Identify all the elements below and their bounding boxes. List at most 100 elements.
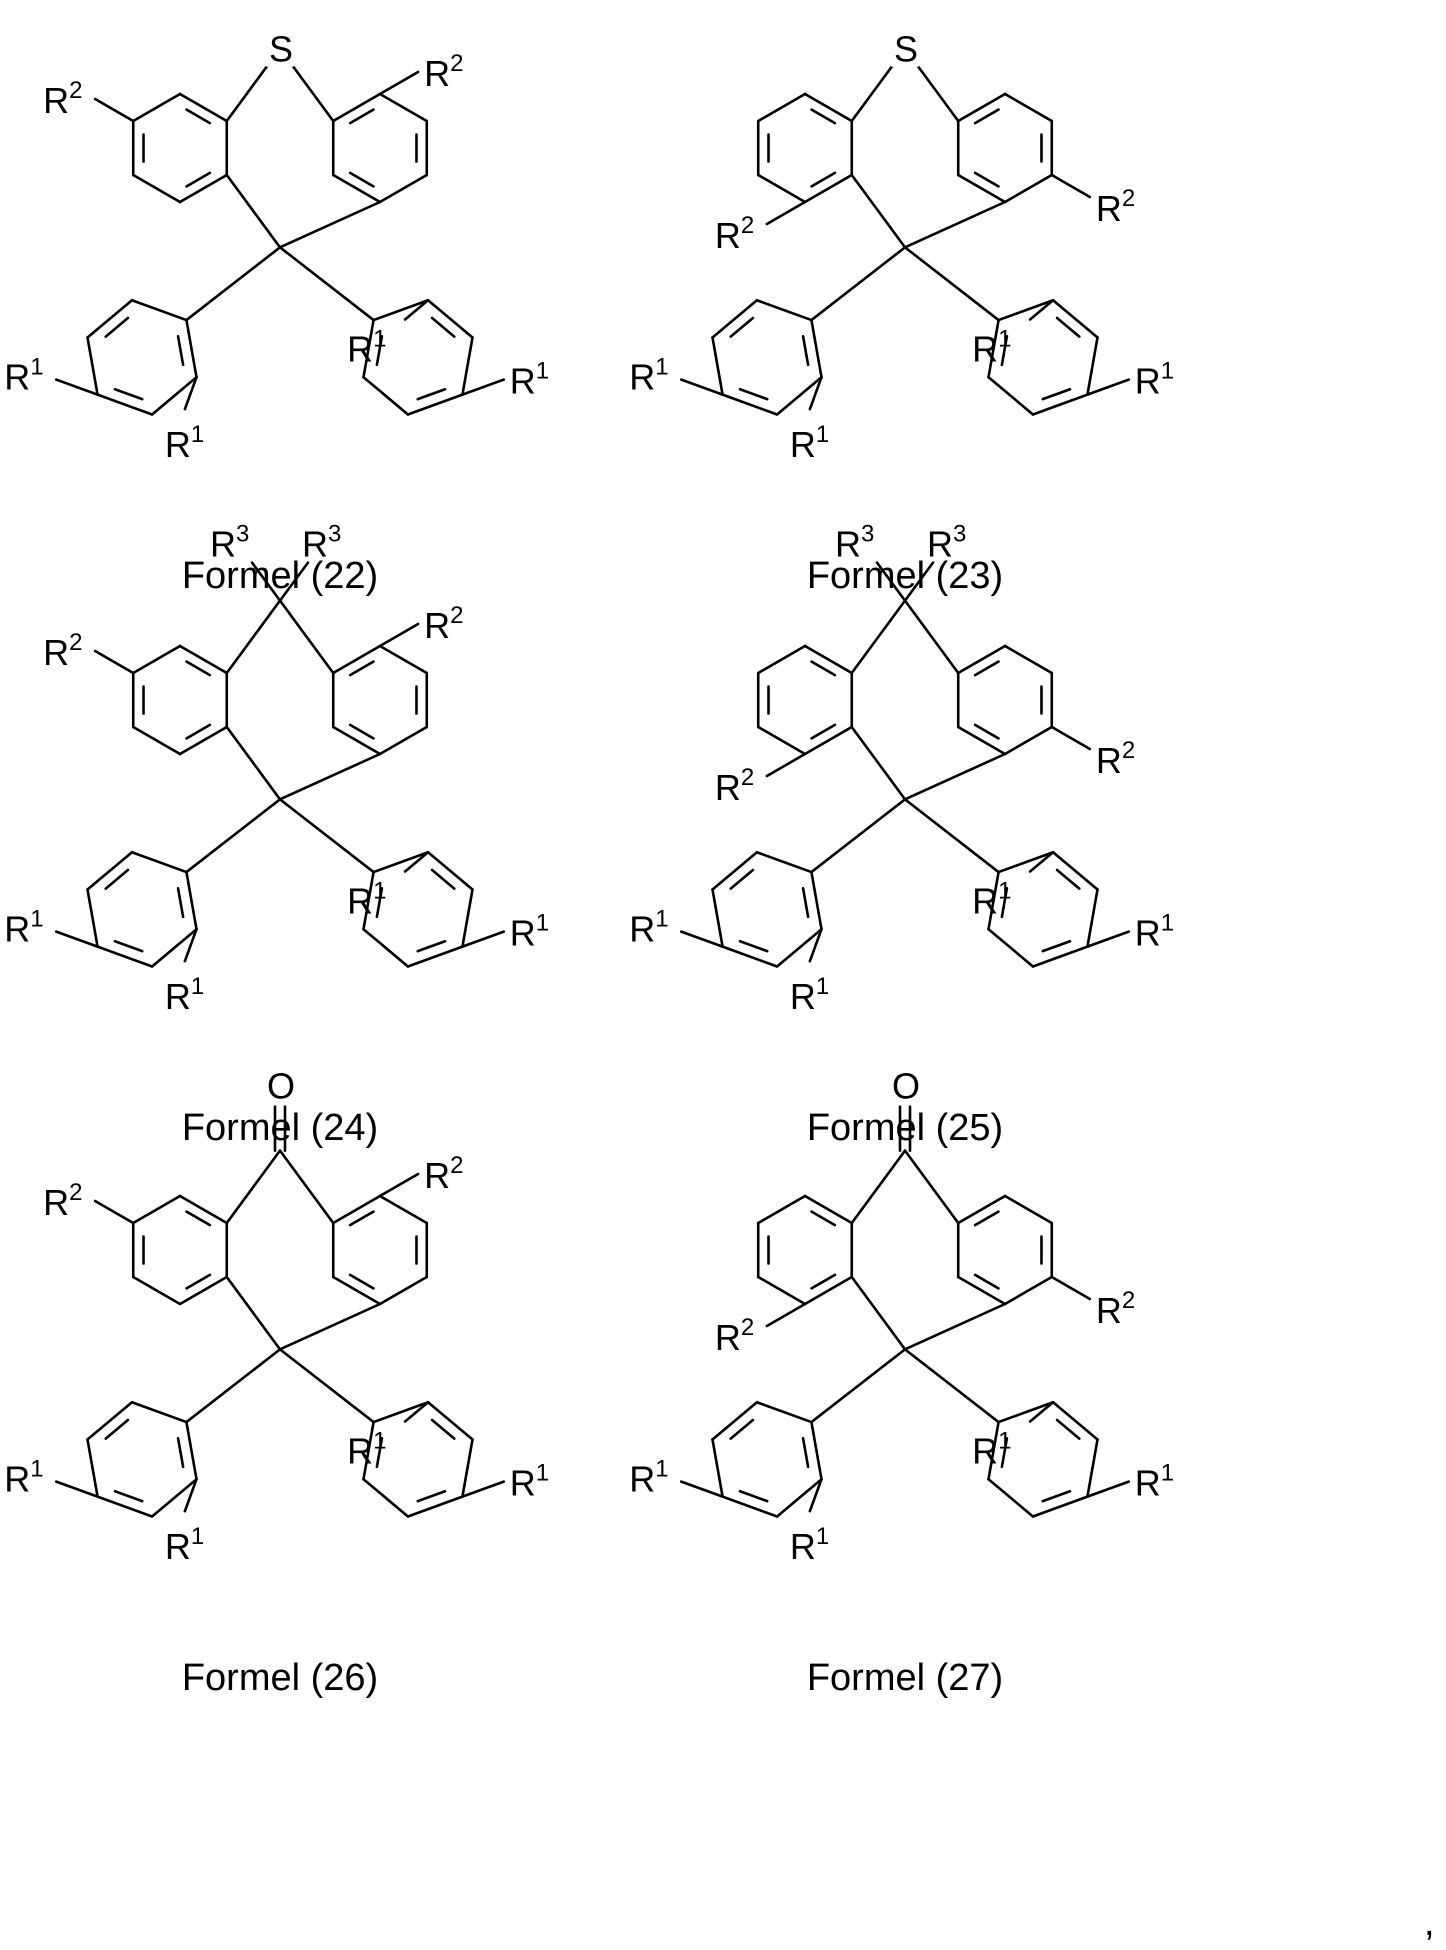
- ring-bond: [180, 727, 227, 754]
- substituent-bond: [767, 1304, 805, 1326]
- double-bond: [418, 1491, 445, 1501]
- r1-label: R1: [347, 1428, 386, 1472]
- right-fused-ring: [958, 1196, 1052, 1304]
- substituent-bond: [767, 754, 805, 776]
- r2-label: R2: [715, 212, 754, 256]
- ring-bond: [1005, 1277, 1052, 1304]
- ring-bond: [1087, 1440, 1097, 1497]
- double-bond: [975, 110, 998, 123]
- ring-bond: [380, 646, 427, 673]
- double-bond: [418, 389, 445, 399]
- double-bond: [812, 1212, 835, 1225]
- r1-label: R1: [1135, 910, 1174, 954]
- ring-bond: [333, 94, 380, 121]
- ring-bond: [180, 175, 227, 202]
- ring-bond: [380, 1196, 427, 1223]
- oxygen-atom: O: [892, 1066, 920, 1107]
- ring-bond: [958, 1196, 1005, 1223]
- ring-bond: [988, 929, 1032, 966]
- r1-label: R1: [972, 1428, 1011, 1472]
- substituent-bond: [56, 932, 97, 947]
- ring-bond: [380, 1277, 427, 1304]
- substituent-bond: [1087, 380, 1128, 395]
- ring-bond: [988, 1479, 1032, 1516]
- ring-bond: [1005, 1196, 1052, 1223]
- bridge-bond: [280, 202, 380, 247]
- ring-bond: [180, 1277, 227, 1304]
- ring-bond: [757, 1402, 812, 1422]
- left-fused-ring: [133, 94, 227, 202]
- double-bond: [178, 888, 183, 917]
- r2-label: R2: [715, 764, 754, 808]
- ring-bond: [363, 929, 407, 966]
- bridge-bond: [905, 202, 1005, 247]
- r1-label: R1: [347, 878, 386, 922]
- bridge-bond: [227, 727, 280, 799]
- trailing-comma: ,: [1424, 1902, 1435, 1944]
- double-bond: [187, 173, 210, 186]
- ring-bond: [132, 300, 187, 320]
- ring-bond: [133, 1196, 180, 1223]
- ring-bond: [87, 890, 97, 947]
- ring-bond: [758, 94, 805, 121]
- ring-bond: [374, 1402, 429, 1422]
- double-bond: [187, 725, 210, 738]
- ring-bond: [87, 338, 97, 395]
- double-bond: [740, 389, 767, 399]
- double-bond: [350, 110, 373, 123]
- oxygen-atom: O: [267, 1066, 295, 1107]
- bridge-bond: [852, 1151, 905, 1223]
- formula-caption: Formel (27): [807, 1657, 1003, 1699]
- r1-label: R1: [510, 1460, 549, 1504]
- ring-bond: [132, 852, 187, 872]
- double-bond: [187, 110, 210, 123]
- ring-bond: [374, 300, 429, 320]
- double-bond: [803, 1438, 808, 1467]
- ring-bond: [758, 727, 805, 754]
- ring-bond: [408, 1497, 463, 1517]
- double-bond: [187, 1275, 210, 1288]
- r1-label: R1: [790, 1523, 829, 1567]
- double-bond: [975, 725, 998, 738]
- substituent-bond: [1052, 175, 1090, 197]
- double-bond: [975, 662, 998, 675]
- substituent-bond: [1052, 727, 1090, 749]
- ring-bond: [723, 395, 778, 415]
- ring-bond: [958, 175, 1005, 202]
- ring-bond: [98, 395, 153, 415]
- ring-bond: [186, 872, 196, 929]
- ring-bond: [805, 94, 852, 121]
- ring-bond: [958, 94, 1005, 121]
- double-bond: [975, 173, 998, 186]
- bridge-bond: [280, 1151, 333, 1223]
- aryl-bond: [186, 799, 280, 872]
- ring-bond: [133, 94, 180, 121]
- substituent-bond: [1052, 1277, 1090, 1299]
- ring-bond: [180, 646, 227, 673]
- r1-label: R1: [1135, 1460, 1174, 1504]
- ring-bond: [133, 175, 180, 202]
- r2-label: R2: [1096, 737, 1135, 781]
- double-bond: [803, 888, 808, 917]
- substituent-bond: [681, 1482, 722, 1497]
- ring-bond: [811, 320, 821, 377]
- ring-bond: [758, 1196, 805, 1223]
- ring-bond: [133, 1277, 180, 1304]
- ring-bond: [363, 1479, 407, 1516]
- double-bond: [115, 941, 142, 951]
- ring-bond: [133, 727, 180, 754]
- substituent-bond: [1087, 1482, 1128, 1497]
- formula-26: OR2R2R1R1R1R1Formel (26): [4, 1066, 549, 1699]
- left-fused-ring: [133, 1196, 227, 1304]
- r2-label: R2: [43, 1179, 82, 1223]
- ring-bond: [462, 890, 472, 947]
- bridge-bond: [905, 1151, 958, 1223]
- substituent-bond: [56, 380, 97, 395]
- ring-bond: [1005, 646, 1052, 673]
- pendant-aryl-left: [87, 1402, 196, 1516]
- double-bond: [187, 662, 210, 675]
- ring-bond: [712, 890, 722, 947]
- aryl-bond: [811, 799, 905, 872]
- double-bond: [812, 173, 835, 186]
